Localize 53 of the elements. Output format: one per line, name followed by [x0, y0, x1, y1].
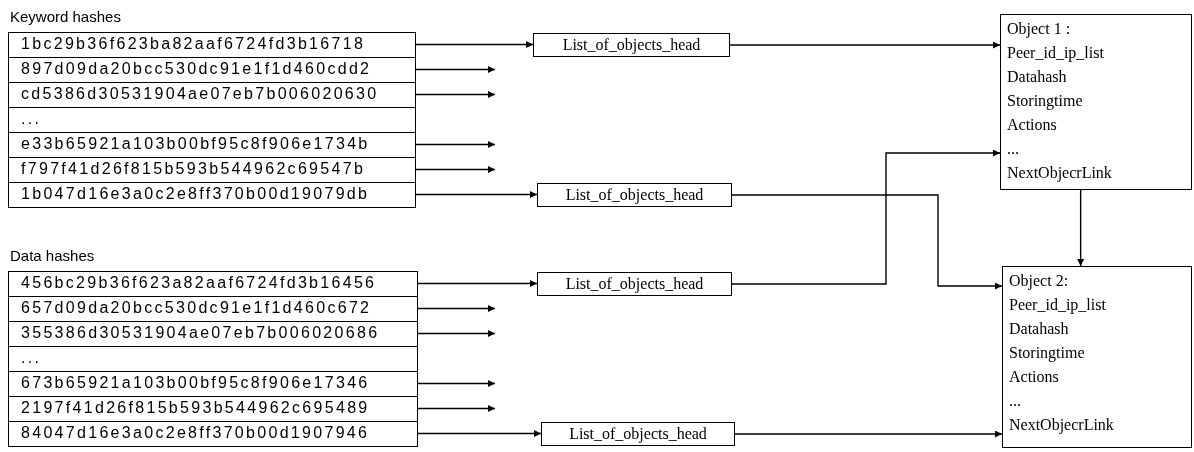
object-field: ...: [1007, 137, 1019, 161]
arrow: [415, 41, 534, 48]
object-field: Peer_id_ip_list: [1009, 293, 1106, 317]
hash-row: 673b65921a103b00bf95c8f906e17346: [8, 371, 418, 397]
hash-row: 1bc29b36f623ba82aaf6724fd3b16718: [8, 32, 416, 58]
object-box: [1000, 14, 1192, 190]
hash-row: 355386d30531904ae07eb7b006020686: [8, 321, 418, 347]
hash-row: 84047d16e3a0c2e8ff370b00d1907946: [8, 421, 418, 447]
arrow: [415, 91, 496, 98]
arrow: [417, 305, 496, 312]
object-field: Actions: [1009, 365, 1059, 389]
arrow: [417, 380, 496, 387]
list-head-box: List_of_objects_head: [537, 272, 732, 296]
hash-row: 657d09da20bcc530dc91e1f1d460c672: [8, 296, 418, 322]
object-field: Actions: [1007, 113, 1057, 137]
object-title: Object 1 :: [1007, 19, 1071, 40]
object-field: NextObjecrLink: [1007, 161, 1112, 185]
object-field: Datahash: [1009, 317, 1069, 341]
list-head-box: List_of_objects_head: [541, 422, 735, 446]
hash-row: 2197f41d26f815b593b544962c695489: [8, 396, 418, 422]
arrow: [1077, 189, 1085, 267]
hash-row: f797f41d26f815b593b544962c69547b: [8, 157, 416, 183]
arrow: [415, 66, 496, 73]
object-field: ...: [1009, 389, 1021, 413]
arrow: [417, 405, 496, 412]
arrow: [417, 330, 496, 337]
hash-row: ...: [8, 107, 416, 133]
hash-row: e33b65921a103b00bf95c8f906e1734b: [8, 132, 416, 158]
arrow: [415, 166, 496, 173]
arrow: [417, 280, 538, 287]
hash-row: 456bc29b36f623a82aaf6724fd3b16456: [8, 271, 418, 297]
object-field: NextObjecrLink: [1009, 413, 1114, 437]
hash-row: ...: [8, 346, 418, 372]
object-field: Datahash: [1007, 65, 1067, 89]
object-field: Storingtime: [1007, 89, 1083, 113]
arrow: [731, 149, 1001, 285]
object-field: Storingtime: [1009, 341, 1085, 365]
list-head-box: List_of_objects_head: [533, 33, 730, 57]
arrow: [417, 430, 542, 437]
object-box: [1002, 266, 1192, 448]
list-head-box: List_of_objects_head: [537, 183, 732, 207]
arrow: [415, 141, 496, 148]
arrow: [731, 194, 1003, 290]
arrow: [729, 41, 1001, 49]
object-title: Object 2:: [1009, 271, 1069, 292]
object-field: Peer_id_ip_list: [1007, 41, 1104, 65]
table-heading: Keyword hashes: [10, 8, 121, 25]
hash-row: cd5386d30531904ae07eb7b006020630: [8, 82, 416, 108]
hash-row: 1b047d16e3a0c2e8ff370b00d19079db: [8, 182, 416, 208]
hash-row: 897d09da20bcc530dc91e1f1d460cdd2: [8, 57, 416, 83]
arrow: [415, 191, 538, 198]
arrow: [734, 430, 1003, 438]
table-heading: Data hashes: [10, 247, 95, 264]
